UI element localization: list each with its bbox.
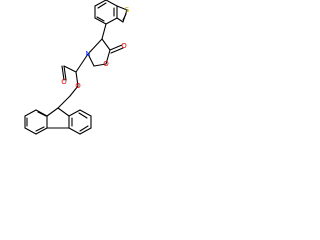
oxazolidinone-ring [87, 38, 111, 67]
sulfur-atom-label: S [125, 6, 130, 14]
lactone-oxygen-label: O [121, 42, 127, 50]
thiophene-ring [116, 5, 128, 23]
carbamate-oxygen-single-label: O [75, 82, 81, 90]
molecule-structure: S O O N O O [24, 0, 130, 135]
lactone-carbonyl [109, 44, 124, 54]
methylene-linker [101, 23, 107, 40]
fluorene-ring-system [24, 95, 92, 135]
benzothiophene-benzene-ring [94, 0, 118, 25]
atom-labels: S O O N O O [61, 6, 130, 90]
carbamate-oxygen-double-label: O [61, 78, 67, 86]
nitrogen-atom-label: N [85, 50, 90, 58]
ring-oxygen-label: O [103, 60, 109, 68]
fmoc-carbamate [61, 53, 89, 97]
